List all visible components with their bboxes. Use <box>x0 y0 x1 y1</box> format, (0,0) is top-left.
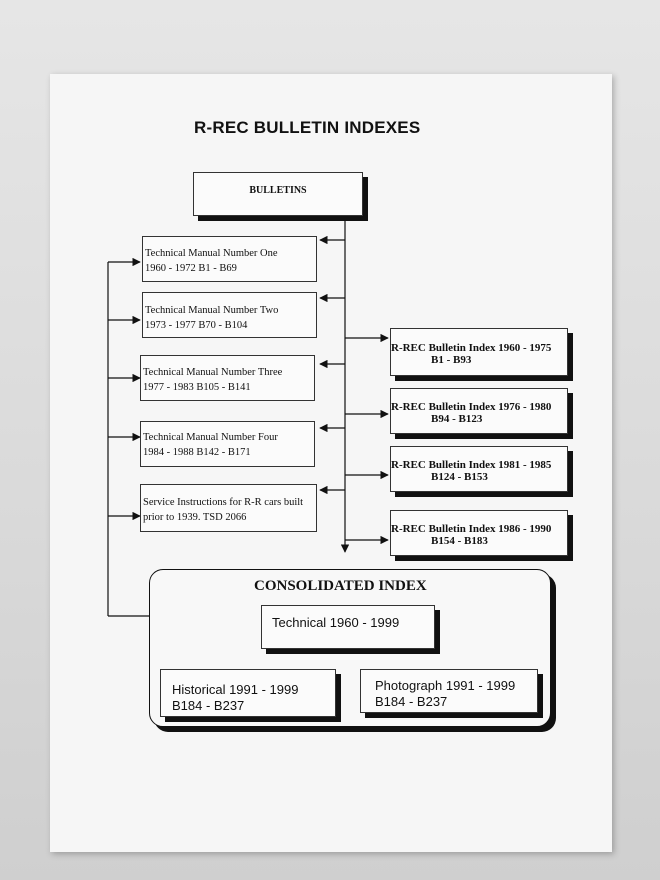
index-line1: R-REC Bulletin Index 1976 - 1980 <box>391 401 552 413</box>
index-line1: R-REC Bulletin Index 1981 - 1985 <box>391 459 552 471</box>
document-title: R-REC BULLETIN INDEXES <box>194 118 421 137</box>
manual-box-3: Technical Manual Number Three 1977 - 198… <box>140 355 315 401</box>
manual-line1: Technical Manual Number Four <box>143 432 278 443</box>
index-line2: B124 - B153 <box>431 471 488 483</box>
index-line1: R-REC Bulletin Index 1960 - 1975 <box>391 342 552 354</box>
index-line1: R-REC Bulletin Index 1986 - 1990 <box>391 523 552 535</box>
manual-box-4: Technical Manual Number Four 1984 - 1988… <box>140 421 315 467</box>
manual-line2: 1960 - 1972 B1 - B69 <box>145 263 237 274</box>
manual-line2: 1977 - 1983 B105 - B141 <box>143 382 251 393</box>
manual-line1: Technical Manual Number Two <box>145 305 279 316</box>
consolidated-index-title: CONSOLIDATED INDEX <box>254 578 427 594</box>
index-line2: B94 - B123 <box>431 413 483 425</box>
index-line2: B1 - B93 <box>431 354 472 366</box>
historical-line2: B184 - B237 <box>172 698 245 713</box>
manual-box-2: Technical Manual Number Two 1973 - 1977 … <box>142 292 317 338</box>
bulletins-root-label: BULLETINS <box>249 185 307 196</box>
manual-box-1: Technical Manual Number One 1960 - 1972 … <box>142 236 317 282</box>
photograph-line2: B184 - B237 <box>375 694 448 709</box>
manual-line2: 1984 - 1988 B142 - B171 <box>143 447 251 458</box>
manual-line1: Service Instructions for R-R cars built <box>143 497 304 508</box>
manual-line1: Technical Manual Number Three <box>143 367 283 378</box>
technical-label: Technical 1960 - 1999 <box>272 615 400 630</box>
technical-box: Technical 1960 - 1999 <box>261 605 435 649</box>
index-box-3: R-REC Bulletin Index 1981 - 1985 B124 - … <box>390 446 568 492</box>
manual-line2: 1973 - 1977 B70 - B104 <box>145 320 248 331</box>
bulletins-root-box: BULLETINS <box>193 172 363 216</box>
index-line2: B154 - B183 <box>431 535 488 547</box>
index-box-4: R-REC Bulletin Index 1986 - 1990 B154 - … <box>390 510 568 556</box>
index-box-1: R-REC Bulletin Index 1960 - 1975 B1 - B9… <box>390 328 568 376</box>
historical-box: Historical 1991 - 1999 B184 - B237 <box>160 669 336 717</box>
manual-box-5: Service Instructions for R-R cars built … <box>140 484 317 532</box>
photograph-box: Photograph 1991 - 1999 B184 - B237 <box>360 669 538 713</box>
manual-line1: Technical Manual Number One <box>145 248 278 259</box>
manual-line2: prior to 1939. TSD 2066 <box>143 512 247 523</box>
photograph-line1: Photograph 1991 - 1999 <box>375 678 516 693</box>
index-box-2: R-REC Bulletin Index 1976 - 1980 B94 - B… <box>390 388 568 434</box>
historical-line1: Historical 1991 - 1999 <box>172 682 299 697</box>
